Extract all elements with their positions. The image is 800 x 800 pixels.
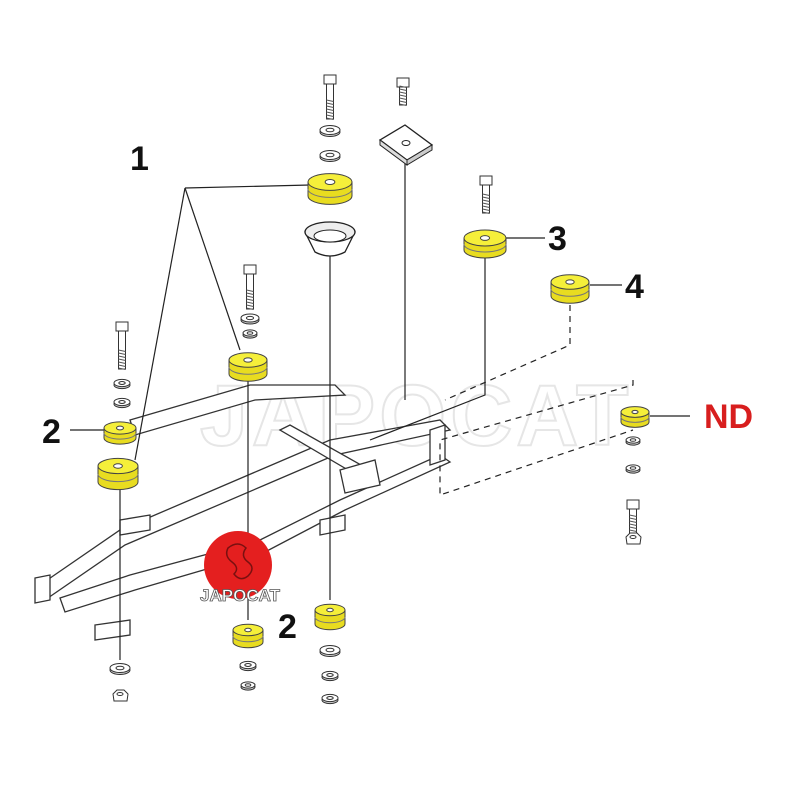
washer	[240, 681, 256, 691]
callout-2-left: 2	[42, 413, 61, 451]
bolt	[115, 321, 129, 370]
rubber-bushing	[228, 352, 268, 382]
washer	[109, 663, 131, 675]
rubber-bushing	[307, 173, 353, 205]
washer	[319, 645, 341, 657]
nut	[625, 532, 642, 545]
callout-nd: ND	[704, 398, 753, 436]
rubber-bushing	[232, 623, 264, 649]
japocat-logo: JAPOCAT	[200, 531, 281, 605]
rubber-bushing	[97, 457, 139, 491]
washer	[113, 397, 131, 409]
washer	[625, 436, 641, 446]
logo-text: JAPOCAT	[200, 586, 281, 605]
bolt	[243, 264, 257, 310]
bolt	[479, 175, 493, 214]
washer	[113, 378, 131, 390]
rubber-bushing	[103, 421, 137, 445]
dashed-guides	[439, 305, 634, 496]
washer	[319, 125, 341, 137]
rubber-bushing	[314, 603, 346, 631]
washer	[321, 670, 339, 682]
washer	[242, 329, 258, 339]
rubber-bushing	[620, 406, 650, 428]
washer	[321, 693, 339, 705]
bolt	[626, 499, 640, 535]
rubber-bushing	[463, 229, 507, 259]
washer	[625, 464, 641, 474]
square-plate	[378, 124, 434, 166]
callout-1: 1	[130, 140, 149, 178]
watermark: JAPOCAT	[200, 368, 633, 464]
nut	[112, 689, 129, 702]
bolt	[323, 74, 337, 120]
callout-2-bottom: 2	[278, 608, 297, 646]
leader-lines	[70, 155, 690, 660]
washer	[240, 313, 260, 325]
washer	[319, 150, 341, 162]
washer	[239, 660, 257, 672]
callout-4: 4	[625, 268, 644, 306]
callout-3: 3	[548, 220, 567, 258]
bolt	[396, 77, 410, 106]
cup-washer	[304, 221, 356, 257]
rubber-bushing	[550, 274, 590, 304]
